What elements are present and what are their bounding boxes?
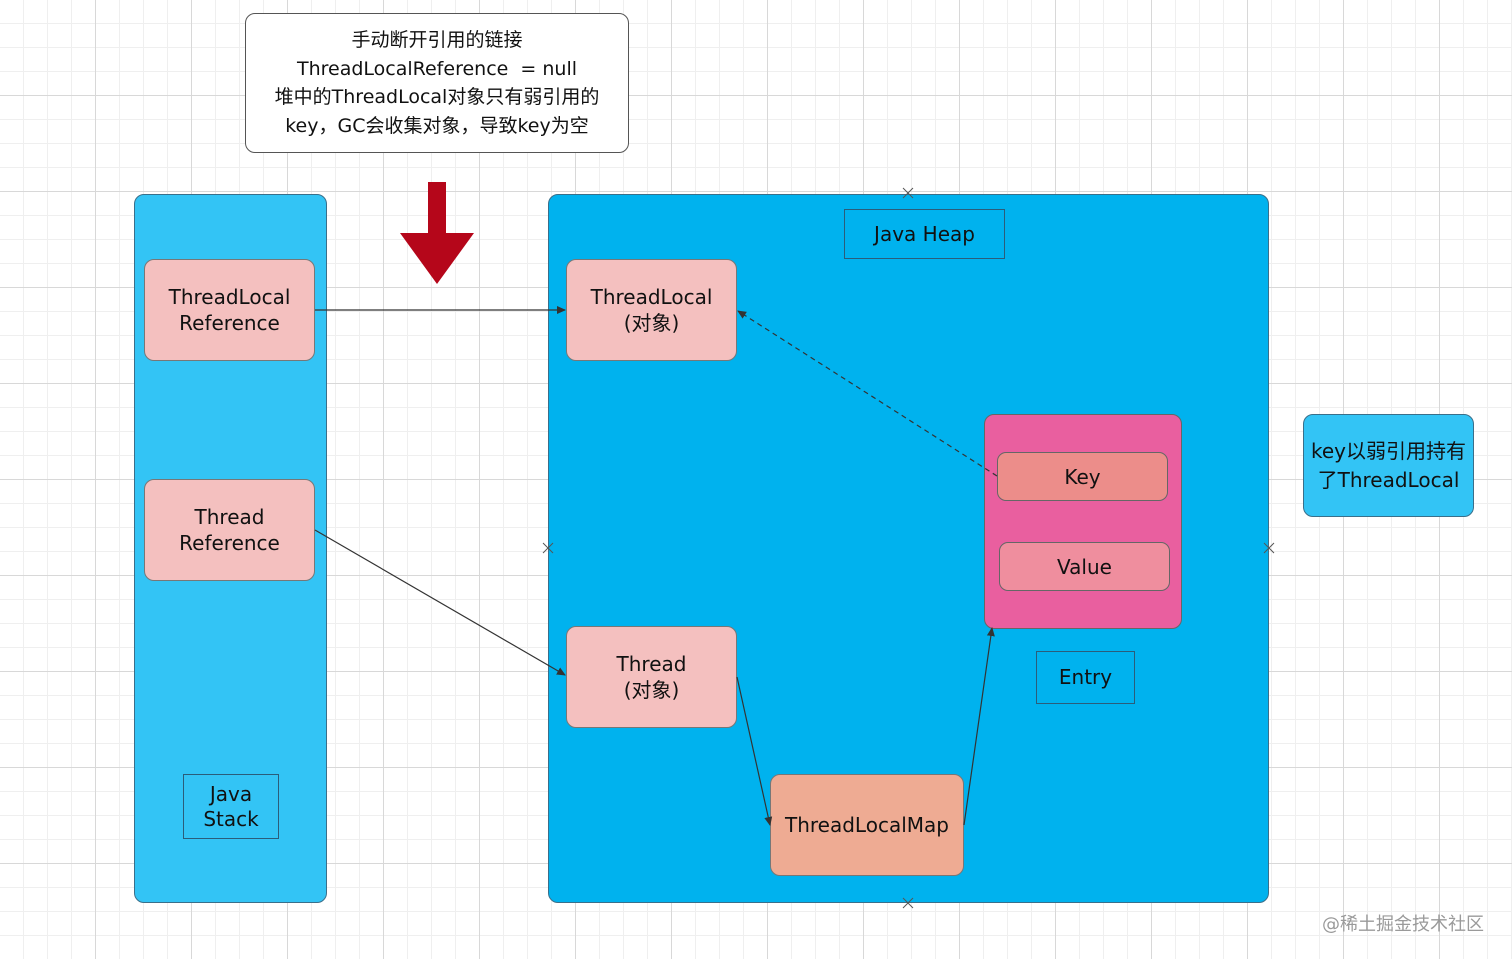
- weak-reference-arrow: [737, 310, 998, 477]
- threadlocalmap-label: ThreadLocalMap: [785, 813, 949, 837]
- thread-reference-arrow: [314, 529, 566, 676]
- entry-value-label: Value: [1057, 554, 1112, 579]
- entry-key-label: Key: [1064, 464, 1101, 489]
- threadlocal-reference-box: ThreadLocal Reference: [144, 259, 315, 361]
- entry-value-box: Value: [999, 542, 1170, 591]
- entry-label: Entry: [1036, 651, 1135, 704]
- note-line-3: 堆中的ThreadLocal对象只有弱引用的: [274, 86, 600, 108]
- threadlocal-object-line-2: (对象): [623, 311, 680, 335]
- threadlocalmap-box: ThreadLocalMap: [770, 774, 964, 876]
- thread-object-box: Thread (对象): [566, 626, 737, 728]
- weak-reference-note: key以弱引用持有 了ThreadLocal: [1303, 414, 1474, 517]
- note-line-4: key，GC会收集对象，导致key为空: [285, 114, 589, 137]
- thread-to-map-arrow: [736, 676, 773, 826]
- weak-reference-note-line-1: key以弱引用持有: [1310, 438, 1466, 463]
- java-stack-label-line-2: Stack: [203, 806, 259, 831]
- heap-handle-right-icon: [1263, 542, 1275, 554]
- map-to-entry-arrow: [963, 627, 995, 826]
- threadlocal-reference-line-2: Reference: [179, 311, 280, 335]
- note-line-2: ThreadLocalReference = null: [296, 57, 578, 80]
- note-line-1: 手动断开引用的链接: [351, 29, 523, 51]
- thread-reference-line-1: Thread: [194, 505, 265, 529]
- heap-handle-top-icon: [902, 187, 914, 199]
- java-heap-label: Java Heap: [844, 209, 1005, 259]
- java-heap-label-text: Java Heap: [874, 221, 975, 246]
- thread-object-line-2: (对象): [623, 678, 680, 702]
- red-down-arrow-icon: [400, 182, 474, 284]
- thread-object-line-1: Thread: [616, 652, 687, 676]
- thread-reference-box: Thread Reference: [144, 479, 315, 581]
- java-stack-label-line-1: Java: [209, 781, 253, 806]
- entry-box: [984, 414, 1182, 629]
- watermark: @稀土掘金技术社区: [1322, 914, 1484, 935]
- heap-handle-left-icon: [542, 542, 554, 554]
- weak-reference-note-line-2: 了ThreadLocal: [1317, 467, 1460, 492]
- threadlocal-object-line-1: ThreadLocal: [590, 285, 713, 309]
- heap-handle-bottom-icon: [902, 897, 914, 909]
- threadlocal-reference-line-1: ThreadLocal: [168, 285, 291, 309]
- thread-reference-line-2: Reference: [179, 531, 280, 555]
- threadlocal-object-box: ThreadLocal (对象): [566, 259, 737, 361]
- entry-key-box: Key: [997, 452, 1168, 501]
- entry-label-text: Entry: [1058, 665, 1113, 689]
- java-stack-label: Java Stack: [183, 774, 279, 839]
- annotation-note: 手动断开引用的链接 ThreadLocalReference = null 堆中…: [245, 13, 629, 153]
